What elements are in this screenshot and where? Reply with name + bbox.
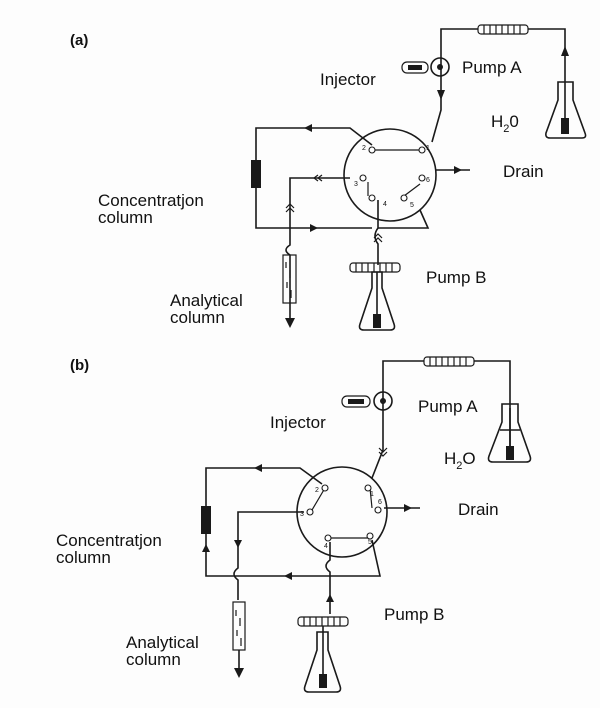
- panel-b-tag: (b): [70, 357, 89, 374]
- panel-b-pump-b-label: Pump B: [384, 605, 444, 624]
- panel-b-anal-label-2: column: [126, 650, 181, 669]
- svg-text:2: 2: [362, 145, 366, 152]
- panel-a: (a): [70, 24, 587, 331]
- svg-text:5: 5: [410, 202, 414, 209]
- panel-a-drain-label: Drain: [503, 162, 544, 181]
- panel-a-pump-b: [349, 262, 401, 273]
- svg-text:2: 2: [315, 487, 319, 494]
- panel-a-tag: (a): [70, 32, 88, 49]
- svg-text:3: 3: [354, 181, 358, 188]
- panel-a-pump-b-flask: [358, 271, 396, 331]
- panel-a-anal-label-2: column: [170, 308, 225, 327]
- svg-text:5: 5: [368, 539, 372, 546]
- panel-b-drain-label: Drain: [458, 500, 499, 519]
- panel-a-analytical-column: [282, 254, 297, 304]
- panel-b-conc-label-2: column: [56, 548, 111, 567]
- svg-text:3: 3: [300, 511, 304, 518]
- panel-b-pump-a-label: Pump A: [418, 397, 478, 416]
- panel-b-anal-label-1: Analytical: [126, 633, 199, 652]
- panel-a-valve: 1 2 3 4 5 6: [343, 128, 437, 222]
- panel-a-pump-b-label: Pump B: [426, 268, 486, 287]
- panel-b-pump-a: [423, 356, 475, 367]
- svg-text:1: 1: [426, 145, 430, 152]
- panel-a-injector: [401, 57, 450, 77]
- svg-text:4: 4: [324, 543, 328, 550]
- panel-a-injector-label: Injector: [320, 70, 376, 89]
- panel-b-concentration-column: [201, 506, 211, 534]
- svg-text:4: 4: [383, 201, 387, 208]
- panel-b-water-flask: [487, 403, 532, 463]
- svg-text:6: 6: [426, 177, 430, 184]
- panel-a-pump-a: [477, 24, 529, 35]
- panel-a-conc-label-2: column: [98, 208, 153, 227]
- svg-text:1: 1: [370, 491, 374, 498]
- panel-a-concentration-column: [251, 160, 261, 188]
- panel-a-water-label: H20: [491, 112, 519, 135]
- panel-b-injector-label: Injector: [270, 413, 326, 432]
- panel-b-injector: [341, 391, 393, 411]
- panel-b: (b): [56, 356, 532, 693]
- panel-a-pump-a-label: Pump A: [462, 58, 522, 77]
- panel-b-pump-b-flask: [303, 626, 342, 693]
- panel-b-pump-b: [297, 616, 349, 627]
- panel-a-anal-label-1: Analytical: [170, 291, 243, 310]
- panel-b-conc-label-1: Concentratjon: [56, 531, 162, 550]
- panel-b-analytical-column: [232, 601, 246, 651]
- panel-a-water-flask: [545, 81, 587, 139]
- panel-a-conc-label-1: Concentratjon: [98, 191, 204, 210]
- svg-text:6: 6: [378, 499, 382, 506]
- panel-b-water-label: H2O: [444, 449, 476, 472]
